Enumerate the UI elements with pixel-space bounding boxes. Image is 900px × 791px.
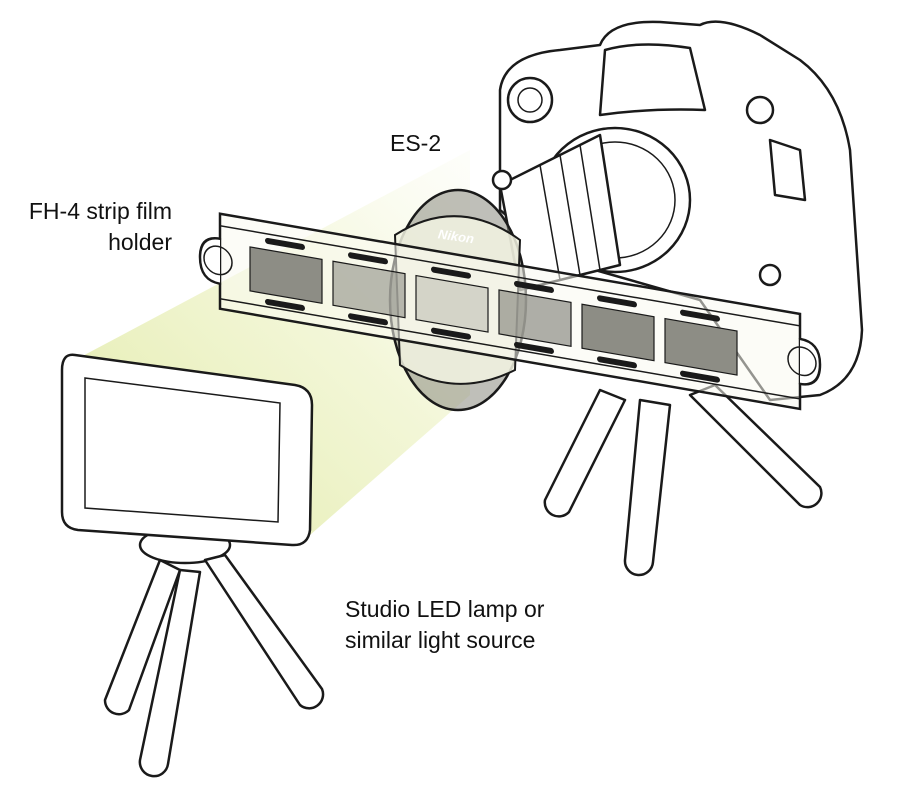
film-strip-holder <box>198 212 822 411</box>
film-holder-label-line1: FH-4 strip film <box>28 198 172 224</box>
film-holder-label-line2: holder <box>108 229 172 255</box>
led-lamp <box>60 353 314 547</box>
light-source-label-line2: similar light source <box>345 627 536 653</box>
film-holder-label: FH-4 strip film holder <box>29 196 172 258</box>
light-source-label: Studio LED lamp or similar light source <box>345 594 544 656</box>
camera-lens <box>491 126 692 292</box>
lamp-tripod <box>103 525 325 778</box>
nikon-logo: Nikon <box>437 226 475 246</box>
light-source-label-line1: Studio LED lamp or <box>345 596 545 622</box>
camera-tripod <box>543 383 823 577</box>
adapter-label: ES-2 <box>390 130 442 156</box>
